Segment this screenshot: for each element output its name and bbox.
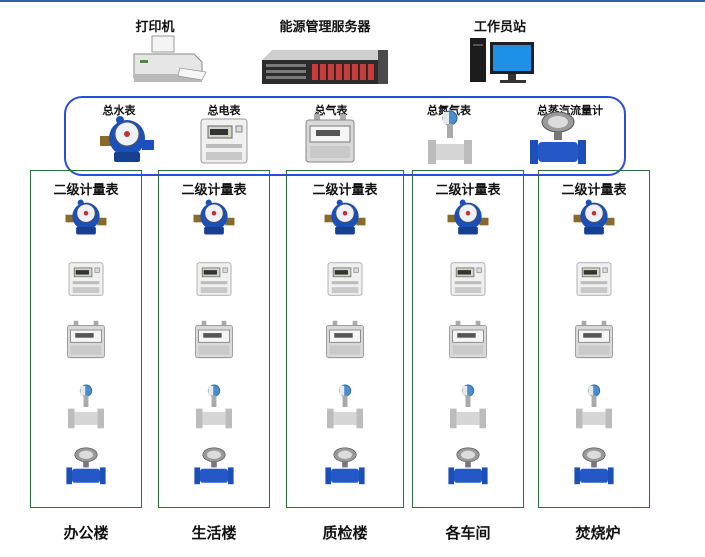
workstation-label: 工作员站: [473, 19, 527, 34]
nitrogen-flow-meter-icon: [450, 384, 486, 435]
water-meter-icon: [64, 196, 108, 243]
secondary-meter-title: 二级计量表: [53, 182, 119, 197]
steam-flow-meter-icon: [65, 446, 107, 491]
secondary-meter-title: 二级计量表: [561, 182, 627, 197]
gas-meter-icon: [66, 320, 106, 365]
gas-meter-icon: [325, 320, 365, 365]
electric-meter-icon: [574, 262, 614, 301]
building-column-workshops: 二级计量表: [412, 170, 524, 508]
steam-flow-meter-icon: [447, 446, 489, 491]
printer-icon: [128, 34, 208, 86]
main-meters-box: [64, 96, 626, 176]
nitrogen-flow-meter-icon: [196, 384, 232, 435]
electric-meter-icon: [448, 262, 488, 301]
secondary-meter-title: 二级计量表: [312, 182, 378, 197]
nitrogen-flow-meter-icon: [428, 110, 472, 171]
gas-meter-icon: [304, 114, 356, 169]
building-column-incinerator: 二级计量表: [538, 170, 650, 508]
electric-meter-icon: [194, 262, 234, 301]
printer-label: 打印机: [135, 19, 175, 34]
water-meter-icon: [98, 112, 156, 171]
building-name-qc: 质检楼: [322, 525, 368, 542]
gas-meter-icon: [574, 320, 614, 365]
secondary-meter-title: 二级计量表: [435, 182, 501, 197]
gas-meter-icon: [194, 320, 234, 365]
water-meter-icon: [192, 196, 236, 243]
building-column-living: 二级计量表: [158, 170, 270, 508]
main-meter-label-water: 总水表: [102, 105, 136, 117]
electric-meter-icon: [325, 262, 365, 301]
electric-meter-icon: [200, 118, 248, 169]
building-name-office: 办公楼: [63, 525, 109, 542]
workstation-icon: [468, 36, 538, 86]
steam-flow-meter-icon: [573, 446, 615, 491]
electric-meter-icon: [66, 262, 106, 301]
building-name-living: 生活楼: [191, 525, 237, 542]
building-column-qc: 二级计量表: [286, 170, 404, 508]
gas-meter-icon: [448, 320, 488, 365]
nitrogen-flow-meter-icon: [576, 384, 612, 435]
steam-flow-meter-icon: [528, 110, 588, 171]
server-icon: [262, 50, 388, 84]
water-meter-icon: [323, 196, 367, 243]
building-column-office: 二级计量表: [30, 170, 142, 508]
building-name-incinerator: 焚烧炉: [575, 525, 621, 542]
secondary-meter-title: 二级计量表: [181, 182, 247, 197]
top-divider: [0, 0, 705, 2]
building-name-workshops: 各车间: [445, 525, 491, 542]
water-meter-icon: [572, 196, 616, 243]
main-meter-label-electric: 总电表: [207, 105, 241, 117]
server-label: 能源管理服务器: [279, 19, 371, 34]
water-meter-icon: [446, 196, 490, 243]
steam-flow-meter-icon: [193, 446, 235, 491]
main-meter-label-gas: 总气表: [314, 105, 348, 117]
nitrogen-flow-meter-icon: [327, 384, 363, 435]
steam-flow-meter-icon: [324, 446, 366, 491]
nitrogen-flow-meter-icon: [68, 384, 104, 435]
